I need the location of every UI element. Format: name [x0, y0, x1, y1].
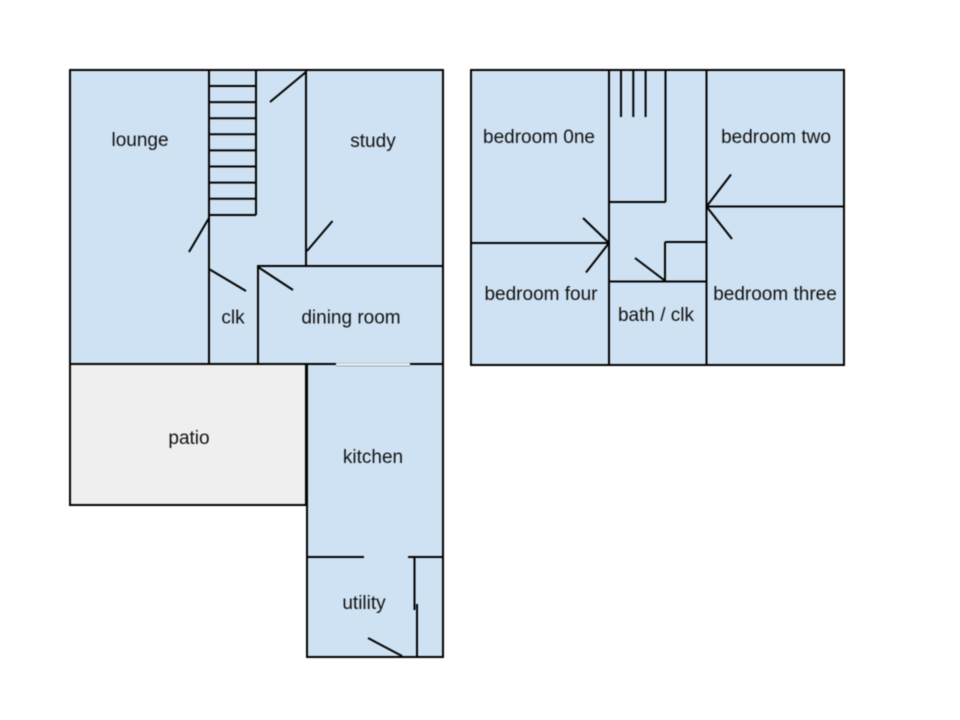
- svg-text:clk: clk: [221, 307, 245, 328]
- svg-text:study: study: [350, 131, 396, 152]
- svg-text:kitchen: kitchen: [343, 447, 403, 468]
- svg-text:utility: utility: [342, 593, 386, 614]
- svg-text:bedroom 0ne: bedroom 0ne: [483, 127, 595, 148]
- svg-text:bedroom four: bedroom four: [484, 284, 598, 305]
- svg-text:bedroom three: bedroom three: [713, 284, 837, 305]
- svg-text:bath / clk: bath / clk: [618, 305, 695, 326]
- svg-text:patio: patio: [168, 428, 209, 449]
- svg-text:lounge: lounge: [111, 130, 168, 151]
- svg-text:dining room: dining room: [301, 307, 400, 328]
- svg-text:bedroom two: bedroom two: [721, 127, 831, 148]
